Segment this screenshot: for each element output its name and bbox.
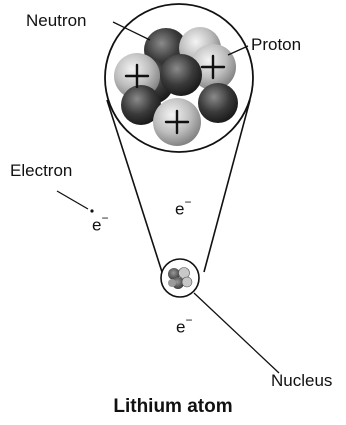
neutron-particle [160,54,202,96]
electron-symbol: e− [175,198,191,218]
nucleus-label: Nucleus [271,372,332,389]
electron-charge: − [101,211,108,225]
electron-symbol: e− [176,316,192,336]
electron-label: Electron [10,162,72,179]
electron-leader-line [57,191,88,209]
neutron-particle [198,83,238,123]
neutron-label: Neutron [26,12,86,29]
proton-label: Proton [251,36,301,53]
nucleus-leader-line [194,293,279,373]
nucleus-particles [168,268,192,290]
electron-charge: − [185,313,192,327]
figure-caption: Lithium atom [0,396,346,418]
electron-symbol: e− [92,214,108,234]
electron-charge: − [184,195,191,209]
electron-dot [90,209,93,212]
